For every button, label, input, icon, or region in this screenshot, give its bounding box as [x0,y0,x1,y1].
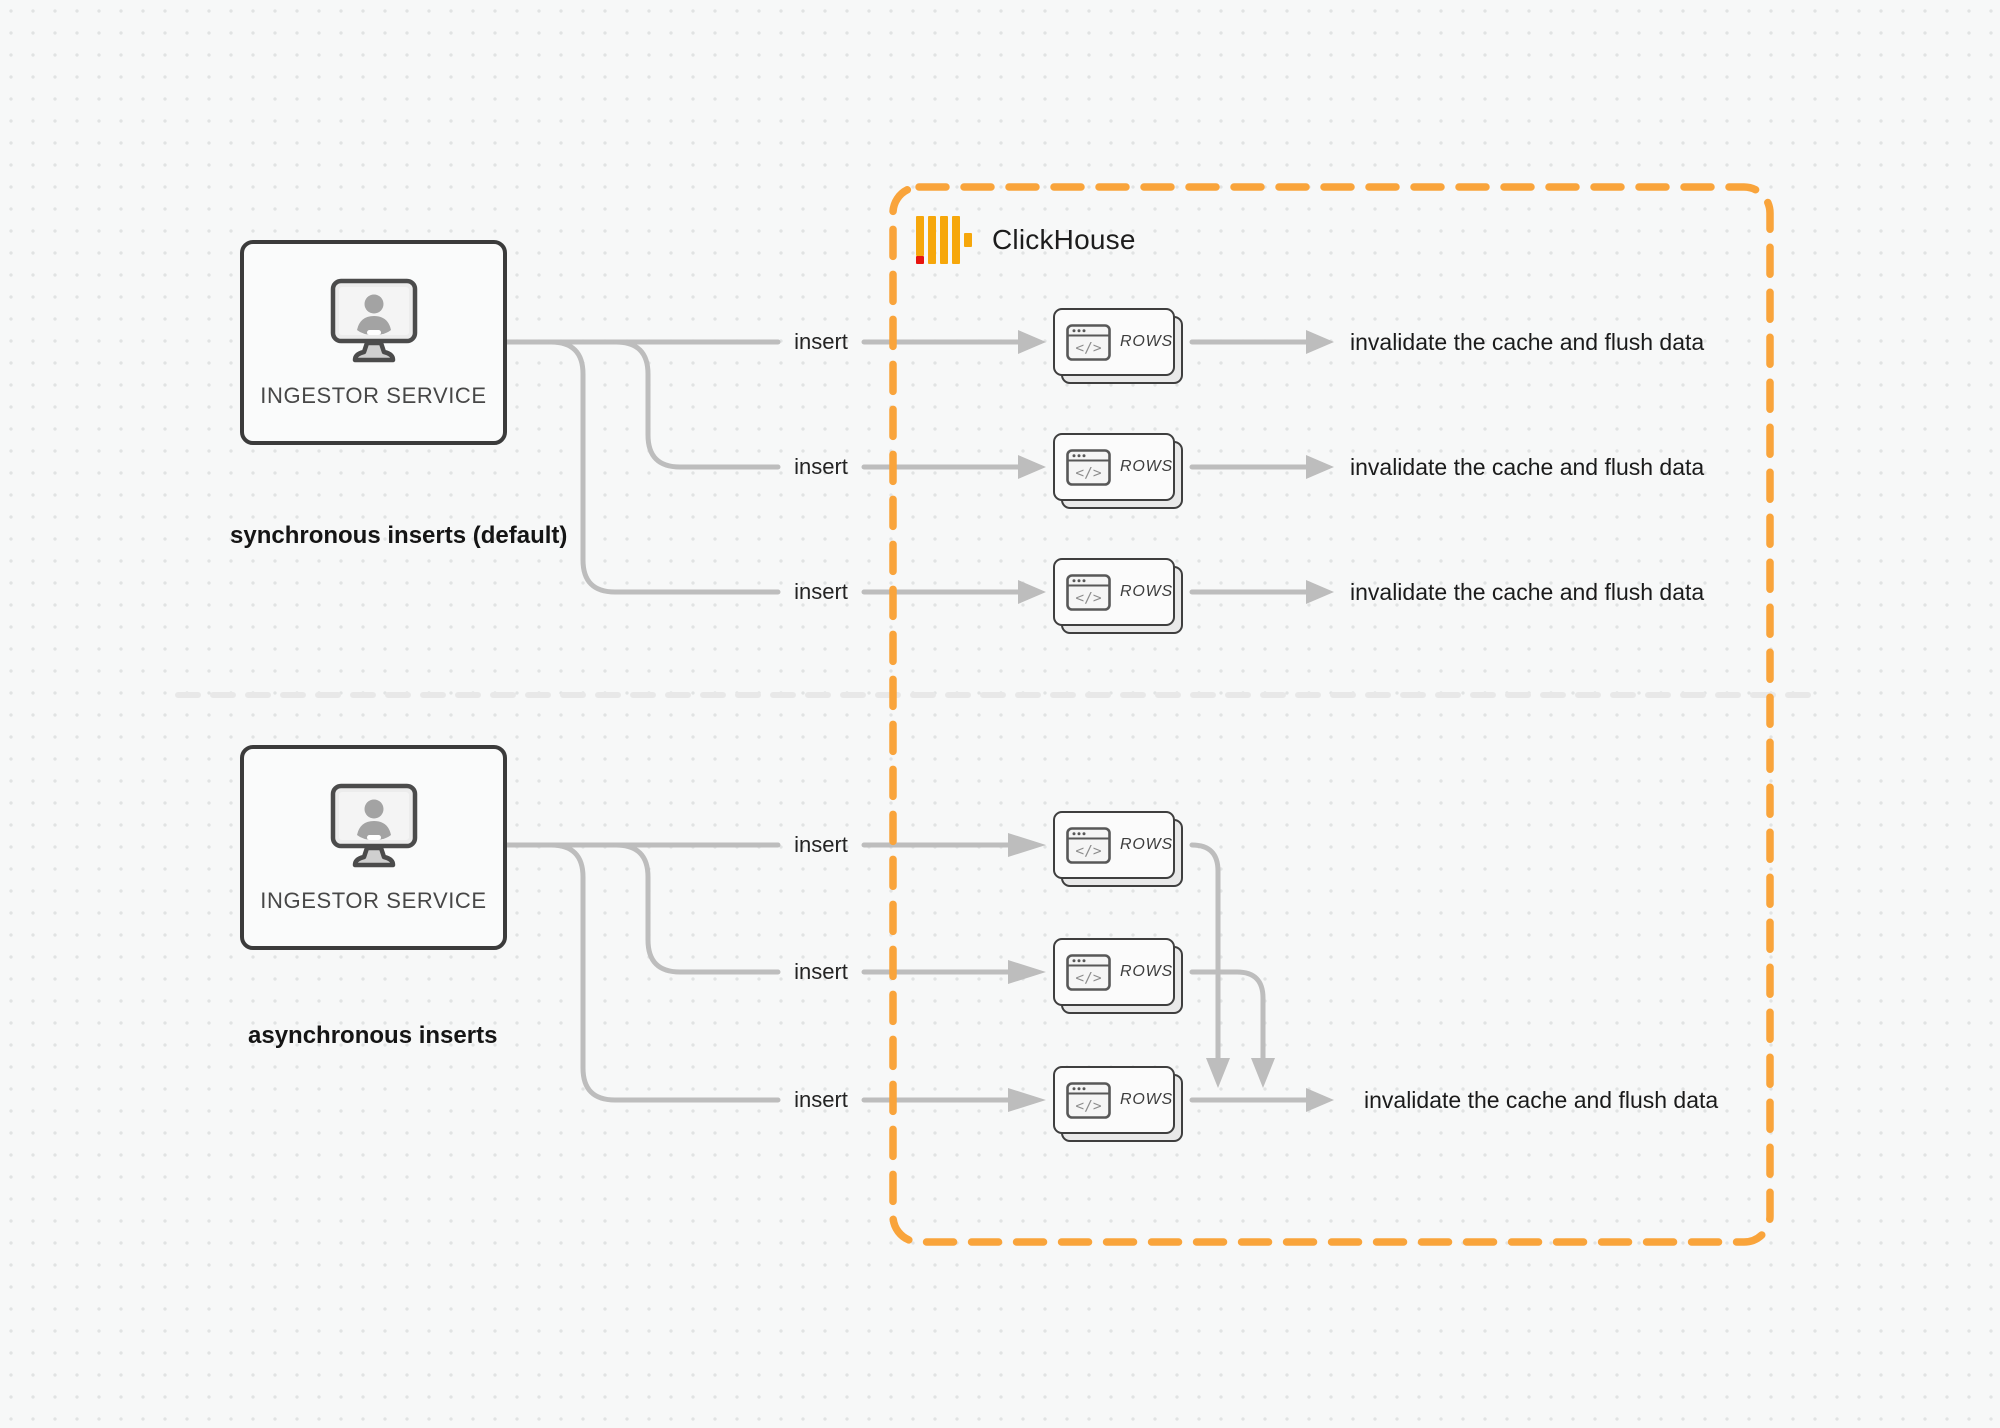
async-insert-label-2: insert [794,959,848,984]
rows-node-async-2: </> ROWS [1053,938,1183,1014]
rows-node-sync-1: </> ROWS [1053,308,1183,384]
async-section-caption: asynchronous inserts [248,1022,498,1049]
arrowhead-icon [1306,330,1334,354]
sync-insert-label-1: insert [794,329,848,354]
sync-wires [504,339,1311,595]
clickhouse-bars-icon [916,216,972,264]
sync-invalidate-label-2: invalidate the cache and flush data [1350,454,1705,480]
svg-text:</>: </> [1075,1098,1101,1114]
arrowhead-down-icon [1251,1058,1275,1088]
async-insert-label-1: insert [794,832,848,857]
rows-node-label: ROWS [1120,1091,1173,1108]
sync-insert-label-3: insert [794,579,848,604]
card-stack-front: </> ROWS [1053,308,1175,376]
sync-branch-wire-2 [613,339,781,470]
arrowhead-icon [1018,580,1046,604]
code-window-icon: </> [1066,448,1111,486]
async-wires [504,842,1311,1103]
arrowhead-icon [1008,960,1046,984]
svg-text:</>: </> [1075,340,1101,356]
rows-node-label: ROWS [1120,583,1173,600]
ingestor-service-label: INGESTOR SERVICE [260,887,487,913]
card-stack-front: </> ROWS [1053,1066,1175,1134]
clickhouse-logo: ClickHouse [914,214,1136,266]
code-window-icon: </> [1066,1081,1111,1119]
card-stack-front: </> ROWS [1053,558,1175,626]
arrowhead-icon [1018,330,1046,354]
arrowhead-icon [1306,580,1334,604]
arrowhead-icon [1306,455,1334,479]
rows-node-label: ROWS [1120,836,1173,853]
arrowhead-icon [1018,455,1046,479]
svg-text:</>: </> [1075,465,1101,481]
code-window-icon: </> [1066,953,1111,991]
card-stack-front: </> ROWS [1053,938,1175,1006]
code-window-icon: </> [1066,826,1111,864]
svg-text:</>: </> [1075,970,1101,986]
svg-text:</>: </> [1075,843,1101,859]
clickhouse-title: ClickHouse [992,224,1136,255]
sync-section-caption: synchronous inserts (default) [230,522,568,549]
sync-branch-wire-3 [548,339,781,595]
sync-insert-label-2: insert [794,454,848,479]
async-branch-wire-2 [613,842,781,975]
rows-node-label: ROWS [1120,333,1173,350]
async-insert-label-3: insert [794,1087,848,1112]
code-window-icon: </> [1066,323,1111,361]
async-merge-wire-1 [1189,842,1221,1061]
ingestor-service-node-sync: INGESTOR SERVICE [240,240,507,445]
arrowhead-icon [1306,1088,1334,1112]
async-merge-wire-2 [1189,969,1266,1061]
async-branch-wire-3 [548,842,781,1103]
card-stack-front: </> ROWS [1053,433,1175,501]
rows-node-sync-2: </> ROWS [1053,433,1183,509]
rows-node-label: ROWS [1120,458,1173,475]
ingestor-service-node-async: INGESTOR SERVICE [240,745,507,950]
rows-node-async-3: </> ROWS [1053,1066,1183,1142]
card-stack-front: </> ROWS [1053,811,1175,879]
rows-node-async-1: </> ROWS [1053,811,1183,887]
arrowhead-down-icon [1206,1058,1230,1088]
monitor-user-icon [330,278,417,362]
code-window-icon: </> [1066,573,1111,611]
rows-node-sync-3: </> ROWS [1053,558,1183,634]
sync-invalidate-label-3: invalidate the cache and flush data [1350,579,1705,605]
arrowhead-icon [1008,833,1046,857]
monitor-user-icon [330,783,417,867]
sync-invalidate-label-1: invalidate the cache and flush data [1350,329,1705,355]
arrowhead-icon [1008,1088,1046,1112]
svg-text:</>: </> [1075,590,1101,606]
async-invalidate-label: invalidate the cache and flush data [1364,1087,1719,1113]
rows-node-label: ROWS [1120,963,1173,980]
ingestor-service-label: INGESTOR SERVICE [260,382,487,408]
